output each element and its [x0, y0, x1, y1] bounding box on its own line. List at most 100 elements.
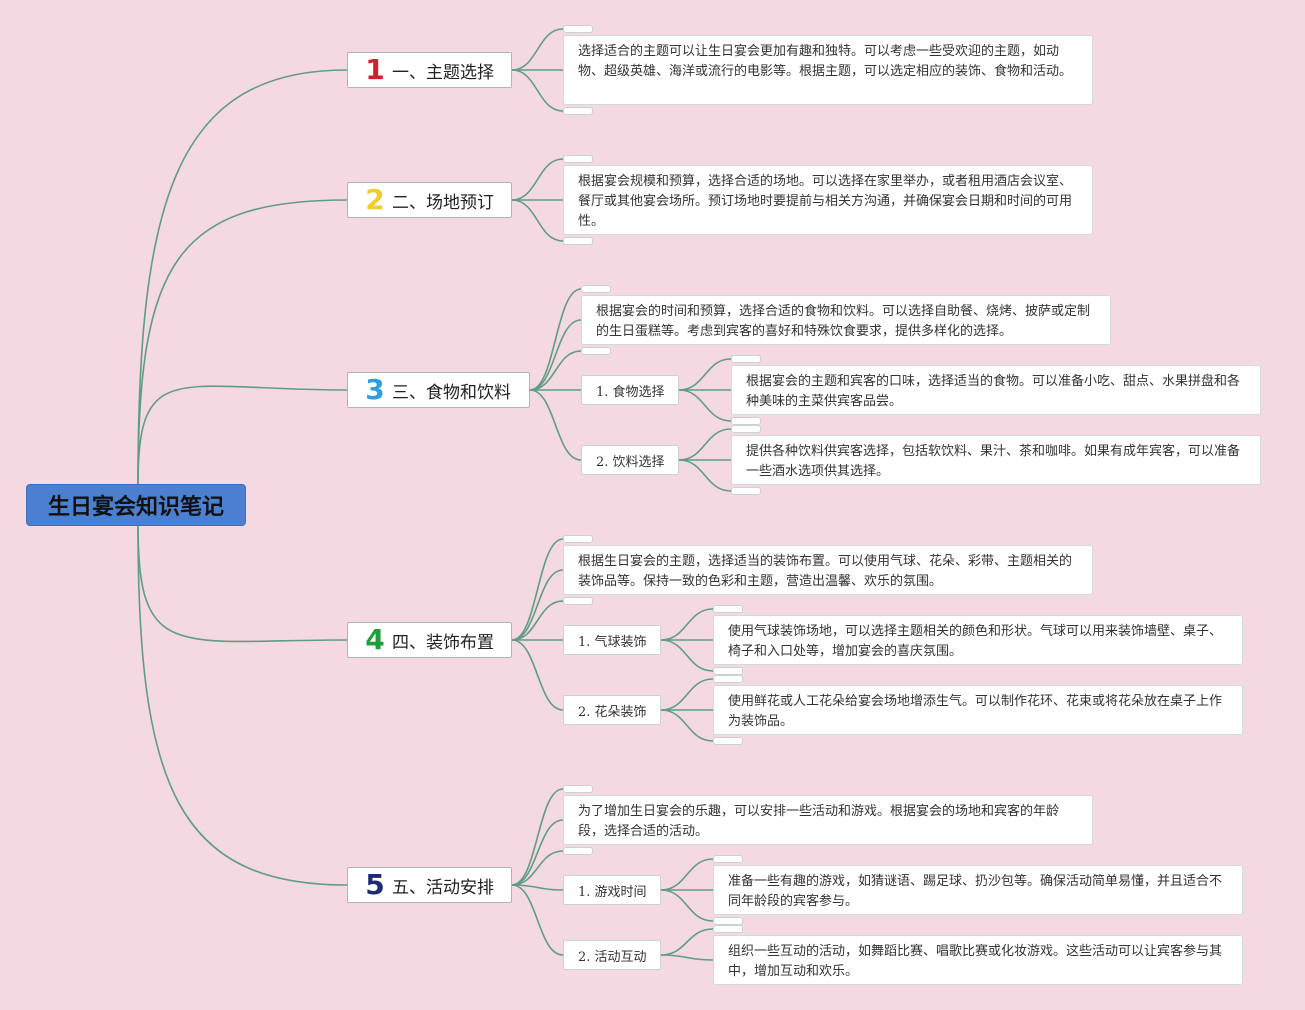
note-text: 提供各种饮料供宾客选择，包括软饮料、果汁、茶和咖啡。如果有成年宾客，可以准备一些… — [746, 444, 1241, 479]
branch-connector — [529, 350, 582, 391]
empty-node[interactable] — [713, 675, 743, 683]
branch-connector — [511, 788, 564, 886]
subtopic-note-interaction[interactable]: 组织一些互动的活动，如舞蹈比赛、唱歌比赛或化妆游戏。这些活动可以让宾客参与其中，… — [713, 935, 1243, 985]
note-text: 选择适合的主题可以让生日宴会更加有趣和独特。可以考虑一些受欢迎的主题，如动物、超… — [578, 44, 1073, 79]
branch-connector — [511, 819, 564, 886]
root-connector — [137, 69, 348, 485]
note-text: 为了增加生日宴会的乐趣，可以安排一些活动和游戏。根据宴会的场地和宾客的年龄段，选… — [578, 804, 1060, 839]
branch-topic-food[interactable]: 3 三、食物和饮料 — [347, 372, 530, 408]
note-text: 准备一些有趣的游戏，如猜谜语、踢足球、扔沙包等。确保活动简单易懂，并且适合不同年… — [728, 874, 1223, 909]
branch-note-decoration[interactable]: 根据生日宴会的主题，选择适当的装饰布置。可以使用气球、花朵、彩带、主题相关的装饰… — [563, 545, 1093, 595]
note-text: 根据宴会规模和预算，选择合适的场地。可以选择在家里举办，或者租用酒店会议室、餐厅… — [578, 174, 1073, 229]
branch-topic-label: 二、场地预订 — [392, 192, 494, 213]
branch-note-food[interactable]: 根据宴会的时间和预算，选择合适的食物和饮料。可以选择自助餐、烧烤、披萨或定制的生… — [581, 295, 1111, 345]
branch-note-theme[interactable]: 选择适合的主题可以让生日宴会更加有趣和独特。可以考虑一些受欢迎的主题，如动物、超… — [563, 35, 1093, 105]
branch-connector — [660, 858, 714, 891]
branch-connector — [511, 639, 564, 711]
empty-node[interactable] — [563, 107, 593, 115]
root-topic-label: 生日宴会知识笔记 — [47, 495, 224, 520]
subtopic-balloon-decoration[interactable]: 1. 气球装饰 — [563, 625, 661, 655]
branch-number-5: 5 — [365, 868, 385, 901]
empty-node[interactable] — [731, 425, 761, 433]
branch-connector — [529, 389, 582, 461]
subtopic-label: 1. 气球装饰 — [578, 634, 647, 650]
note-text: 根据宴会的时间和预算，选择合适的食物和饮料。可以选择自助餐、烧烤、披萨或定制的生… — [596, 304, 1091, 339]
empty-node[interactable] — [563, 155, 593, 163]
empty-node[interactable] — [713, 917, 743, 925]
branch-connector — [511, 538, 564, 641]
subtopic-label: 1. 食物选择 — [596, 384, 665, 400]
branch-note-venue[interactable]: 根据宴会规模和预算，选择合适的场地。可以选择在家里举办，或者租用酒店会议室、餐厅… — [563, 165, 1093, 235]
branch-connector — [678, 389, 732, 422]
branch-connector — [678, 428, 732, 461]
branch-topic-decoration[interactable]: 4 四、装饰布置 — [347, 622, 512, 658]
branch-number-4: 4 — [365, 623, 385, 656]
empty-node[interactable] — [581, 285, 611, 293]
subtopic-note-food-choice[interactable]: 根据宴会的主题和宾客的口味，选择适当的食物。可以准备小吃、甜点、水果拼盘和各种美… — [731, 365, 1261, 415]
branch-topic-venue[interactable]: 2 二、场地预订 — [347, 182, 512, 218]
branch-connector — [511, 158, 564, 201]
branch-connector — [511, 69, 564, 112]
subtopic-game-time[interactable]: 1. 游戏时间 — [563, 875, 661, 905]
empty-node[interactable] — [563, 597, 593, 605]
empty-node[interactable] — [731, 487, 761, 495]
empty-node[interactable] — [563, 785, 593, 793]
branch-connector — [511, 884, 564, 891]
subtopic-note-game-time[interactable]: 准备一些有趣的游戏，如猜谜语、踢足球、扔沙包等。确保活动简单易懂，并且适合不同年… — [713, 865, 1243, 915]
branch-connector — [678, 358, 732, 391]
subtopic-interaction[interactable]: 2. 活动互动 — [563, 940, 661, 970]
branch-number-1: 1 — [365, 53, 385, 86]
branch-topic-label: 三、食物和饮料 — [392, 382, 511, 403]
branch-connector — [660, 889, 714, 922]
branch-connector — [511, 28, 564, 71]
empty-node[interactable] — [713, 855, 743, 863]
subtopic-drink-choice[interactable]: 2. 饮料选择 — [581, 445, 679, 475]
branch-topic-label: 一、主题选择 — [392, 62, 494, 83]
subtopic-label: 1. 游戏时间 — [578, 884, 647, 900]
subtopic-food-choice[interactable]: 1. 食物选择 — [581, 375, 679, 405]
root-connector — [137, 525, 348, 643]
empty-node[interactable] — [563, 237, 593, 245]
branch-connector — [660, 954, 714, 961]
branch-connector — [660, 608, 714, 641]
subtopic-note-flower[interactable]: 使用鲜花或人工花朵给宴会场地增添生气。可以制作花环、花束或将花朵放在桌子上作为装… — [713, 685, 1243, 735]
branch-connector — [529, 319, 582, 391]
root-topic[interactable]: 生日宴会知识笔记 — [26, 484, 246, 526]
branch-connector — [660, 678, 714, 711]
branch-connector — [660, 928, 714, 956]
empty-node[interactable] — [713, 605, 743, 613]
empty-node[interactable] — [713, 667, 743, 675]
branch-number-2: 2 — [365, 183, 385, 216]
subtopic-note-drink-choice[interactable]: 提供各种饮料供宾客选择，包括软饮料、果汁、茶和咖啡。如果有成年宾客，可以准备一些… — [731, 435, 1261, 485]
empty-node[interactable] — [731, 417, 761, 425]
empty-node[interactable] — [713, 925, 743, 933]
note-text: 组织一些互动的活动，如舞蹈比赛、唱歌比赛或化妆游戏。这些活动可以让宾客参与其中，… — [728, 944, 1223, 979]
empty-node[interactable] — [563, 25, 593, 33]
empty-node[interactable] — [731, 355, 761, 363]
subtopic-flower-decoration[interactable]: 2. 花朵装饰 — [563, 695, 661, 725]
empty-node[interactable] — [563, 535, 593, 543]
empty-node[interactable] — [713, 737, 743, 745]
branch-connector — [511, 884, 564, 956]
empty-node[interactable] — [581, 347, 611, 355]
branch-connector — [511, 850, 564, 886]
subtopic-note-balloon[interactable]: 使用气球装饰场地，可以选择主题相关的颜色和形状。气球可以用来装饰墙壁、桌子、椅子… — [713, 615, 1243, 665]
branch-topic-activities[interactable]: 5 五、活动安排 — [347, 867, 512, 903]
root-connector — [137, 525, 348, 886]
branch-topic-theme[interactable]: 1 一、主题选择 — [347, 52, 512, 88]
note-text: 使用鲜花或人工花朵给宴会场地增添生气。可以制作花环、花束或将花朵放在桌子上作为装… — [728, 694, 1223, 729]
branch-connector — [678, 459, 732, 492]
empty-node[interactable] — [563, 847, 593, 855]
branch-connector — [511, 600, 564, 641]
note-text: 根据宴会的主题和宾客的口味，选择适当的食物。可以准备小吃、甜点、水果拼盘和各种美… — [746, 374, 1241, 409]
branch-connector — [660, 709, 714, 742]
subtopic-label: 2. 花朵装饰 — [578, 704, 647, 720]
branch-note-activities[interactable]: 为了增加生日宴会的乐趣，可以安排一些活动和游戏。根据宴会的场地和宾客的年龄段，选… — [563, 795, 1093, 845]
branch-topic-label: 五、活动安排 — [392, 877, 494, 898]
root-connector — [137, 199, 348, 485]
branch-topic-label: 四、装饰布置 — [392, 632, 494, 653]
note-text: 使用气球装饰场地，可以选择主题相关的颜色和形状。气球可以用来装饰墙壁、桌子、椅子… — [728, 624, 1223, 659]
branch-connector — [511, 569, 564, 641]
